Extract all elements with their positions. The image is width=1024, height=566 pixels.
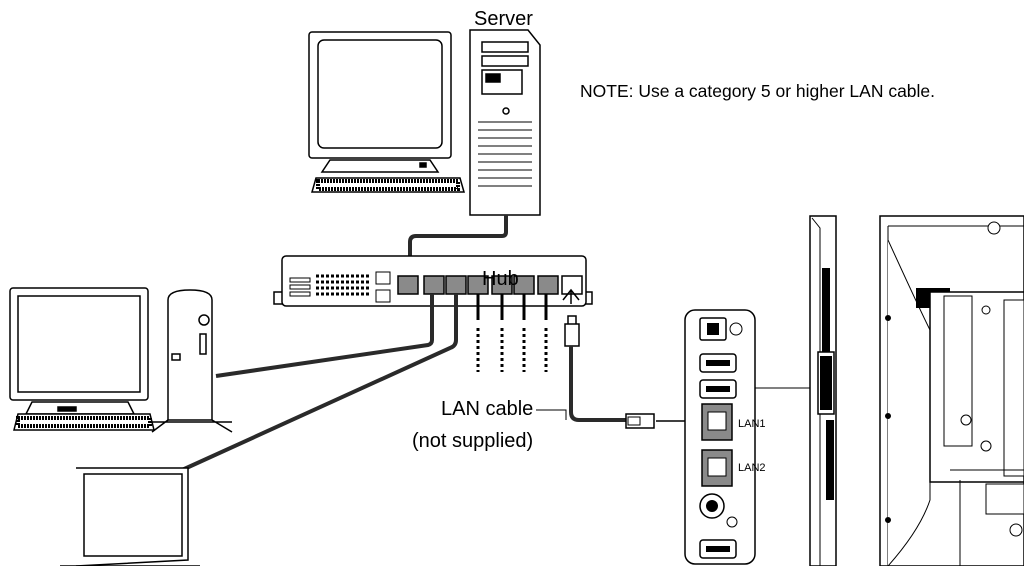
laptop-cable — [181, 294, 458, 472]
lan1-port-label: LAN1 — [738, 418, 766, 430]
server-label: Server — [474, 8, 533, 30]
desktop-monitor-icon — [9, 287, 155, 431]
lan2-port-label: LAN2 — [738, 462, 766, 474]
hub-label: Hub — [482, 268, 519, 290]
keyboard-icon — [311, 177, 465, 193]
hub-port-stubs — [476, 294, 548, 372]
lan-cable-label: LAN cable — [441, 398, 534, 420]
display-rear-view-icon — [879, 215, 1024, 566]
server-monitor-icon — [308, 31, 452, 173]
lan-cable — [536, 288, 626, 422]
server-cable — [408, 215, 508, 258]
not-supplied-label: (not supplied) — [412, 430, 534, 452]
note-text: NOTE: Use a category 5 or higher LAN cab… — [580, 81, 936, 101]
rear-terminal-panel-icon — [684, 309, 812, 565]
laptop-icon — [60, 467, 200, 566]
display-side-view-icon — [809, 215, 837, 566]
server-tower-icon — [469, 29, 541, 216]
desktop-tower-icon — [151, 289, 233, 433]
desktop-cable — [215, 294, 434, 378]
